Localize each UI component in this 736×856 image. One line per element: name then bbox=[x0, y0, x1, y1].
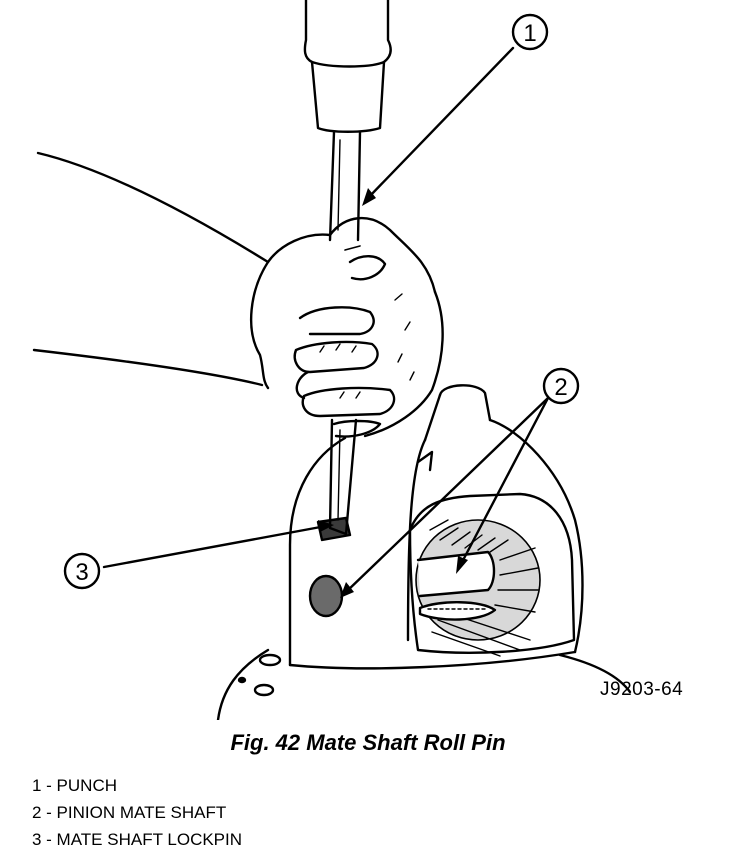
punch bbox=[303, 0, 392, 536]
leader-line-2b bbox=[344, 396, 550, 594]
callout-circle-1 bbox=[511, 13, 549, 51]
arrowhead-2a bbox=[456, 556, 468, 574]
hand bbox=[32, 151, 444, 438]
diagram-illustration: 1 2 3 bbox=[32, 0, 632, 720]
leader-line-3 bbox=[102, 524, 328, 569]
legend-item-pinion-mate-shaft: 2 - PINION MATE SHAFT bbox=[32, 803, 227, 822]
legend-list: 1 - PUNCH 2 - PINION MATE SHAFT 3 - MATE… bbox=[32, 772, 242, 853]
callout-number-2: 2 bbox=[554, 374, 567, 401]
leader-line-2a bbox=[458, 396, 550, 568]
callout-number-3: 3 bbox=[75, 559, 88, 586]
axle-base-plate bbox=[216, 648, 632, 720]
legend-item-punch: 1 - PUNCH bbox=[32, 776, 118, 795]
callout-circle-2 bbox=[542, 367, 580, 405]
legend-item-mate-shaft-lockpin: 3 - MATE SHAFT LOCKPIN bbox=[32, 830, 243, 849]
differential-case bbox=[288, 384, 584, 670]
arrowhead-2b bbox=[340, 582, 354, 598]
arrowhead-3 bbox=[318, 520, 334, 532]
figure-code: J9203-64 bbox=[600, 679, 684, 700]
figure-caption: Fig. 42 Mate Shaft Roll Pin bbox=[230, 730, 506, 755]
arrowhead-1 bbox=[362, 188, 376, 206]
callout-circle-3 bbox=[63, 552, 101, 590]
leader-lines bbox=[102, 46, 550, 594]
leader-line-1 bbox=[366, 46, 515, 200]
callout-number-1: 1 bbox=[523, 20, 536, 47]
